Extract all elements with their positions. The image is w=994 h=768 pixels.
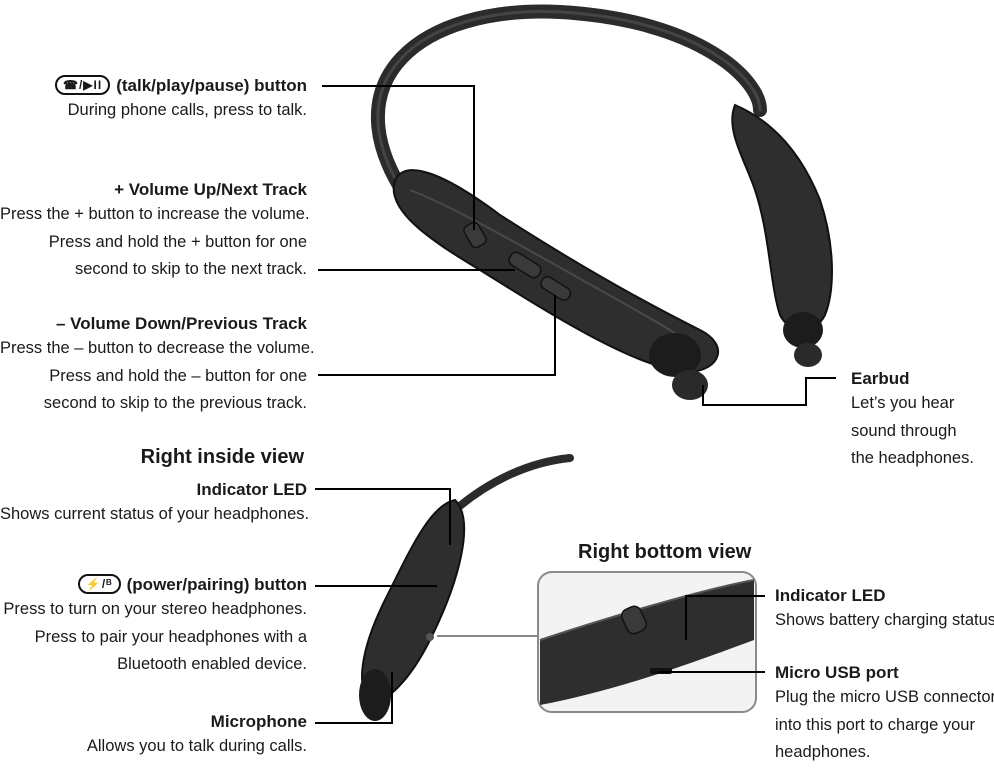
right-inside-view-heading: Right inside view [140, 446, 304, 468]
power-pairing-icon: ⚡/ᴮ [77, 574, 121, 594]
micro-usb-desc-2: into this port to charge your [775, 715, 975, 734]
indicator-led-inside-callout: Indicator LED Shows current status of yo… [0, 479, 310, 529]
volume-down-callout: – Volume Down/Previous Track Press the –… [0, 313, 315, 418]
volume-up-callout: + Volume Up/Next Track Press the + butto… [0, 179, 310, 284]
indicator-led-bottom-title: Indicator LED [775, 586, 886, 605]
volume-down-desc-2: Press and hold the – button for one [49, 366, 307, 385]
volume-up-title: + Volume Up/Next Track [114, 180, 307, 199]
indicator-led-inside-title: Indicator LED [196, 480, 307, 499]
right-bottom-view-illustration [537, 571, 757, 713]
micro-usb-title: Micro USB port [775, 663, 899, 682]
talk-button-desc: During phone calls, press to talk. [67, 101, 307, 119]
neckband-top-view [370, 4, 833, 400]
power-button-desc-3: Bluetooth enabled device. [117, 655, 307, 673]
microphone-title: Microphone [210, 712, 307, 731]
indicator-led-bottom-desc: Shows battery charging status. [775, 611, 994, 629]
earbud-desc-1: Let’s you hear [851, 394, 955, 412]
earbud-title: Earbud [851, 369, 910, 388]
indicator-led-inside-desc: Shows current status of your headphones. [0, 505, 310, 523]
volume-down-title: – Volume Down/Previous Track [56, 314, 307, 333]
talk-button-callout: ☎/▶II (talk/play/pause) button During pho… [20, 75, 307, 125]
indicator-led-bottom-callout: Indicator LED Shows battery charging sta… [775, 585, 994, 635]
phone-play-pause-icon: ☎/▶II [55, 75, 111, 95]
power-button-desc-1: Press to turn on your stereo headphones. [3, 600, 307, 618]
microphone-callout: Microphone Allows you to talk during cal… [0, 711, 307, 761]
talk-button-title: (talk/play/pause) button [116, 76, 307, 95]
right-bottom-view-heading: Right bottom view [578, 541, 752, 563]
power-button-callout: ⚡/ᴮ (power/pairing) button Press to turn … [0, 574, 307, 679]
right-inside-view-illustration [359, 454, 574, 721]
power-button-desc-2: Press to pair your headphones with a [34, 627, 307, 646]
micro-usb-desc-3: headphones. [775, 743, 871, 761]
volume-up-desc-1: Press the + button to increase the volum… [0, 205, 310, 223]
micro-usb-desc-1: Plug the micro USB connector [775, 688, 994, 706]
earbud-desc-3: the headphones. [851, 449, 974, 467]
volume-up-desc-3: second to skip to the next track. [74, 260, 307, 278]
earbud-callout: Earbud Let’s you hear sound through the … [851, 368, 991, 473]
volume-down-desc-3: second to skip to the previous track. [43, 394, 307, 412]
microphone-desc: Allows you to talk during calls. [86, 737, 307, 755]
power-button-title: (power/pairing) button [126, 575, 307, 594]
leader-lines [315, 85, 836, 724]
earbud-desc-2: sound through [851, 421, 957, 440]
micro-usb-callout: Micro USB port Plug the micro USB connec… [775, 662, 994, 767]
volume-up-desc-2: Press and hold the + button for one [48, 232, 307, 251]
volume-down-desc-1: Press the – button to decrease the volum… [0, 339, 315, 357]
